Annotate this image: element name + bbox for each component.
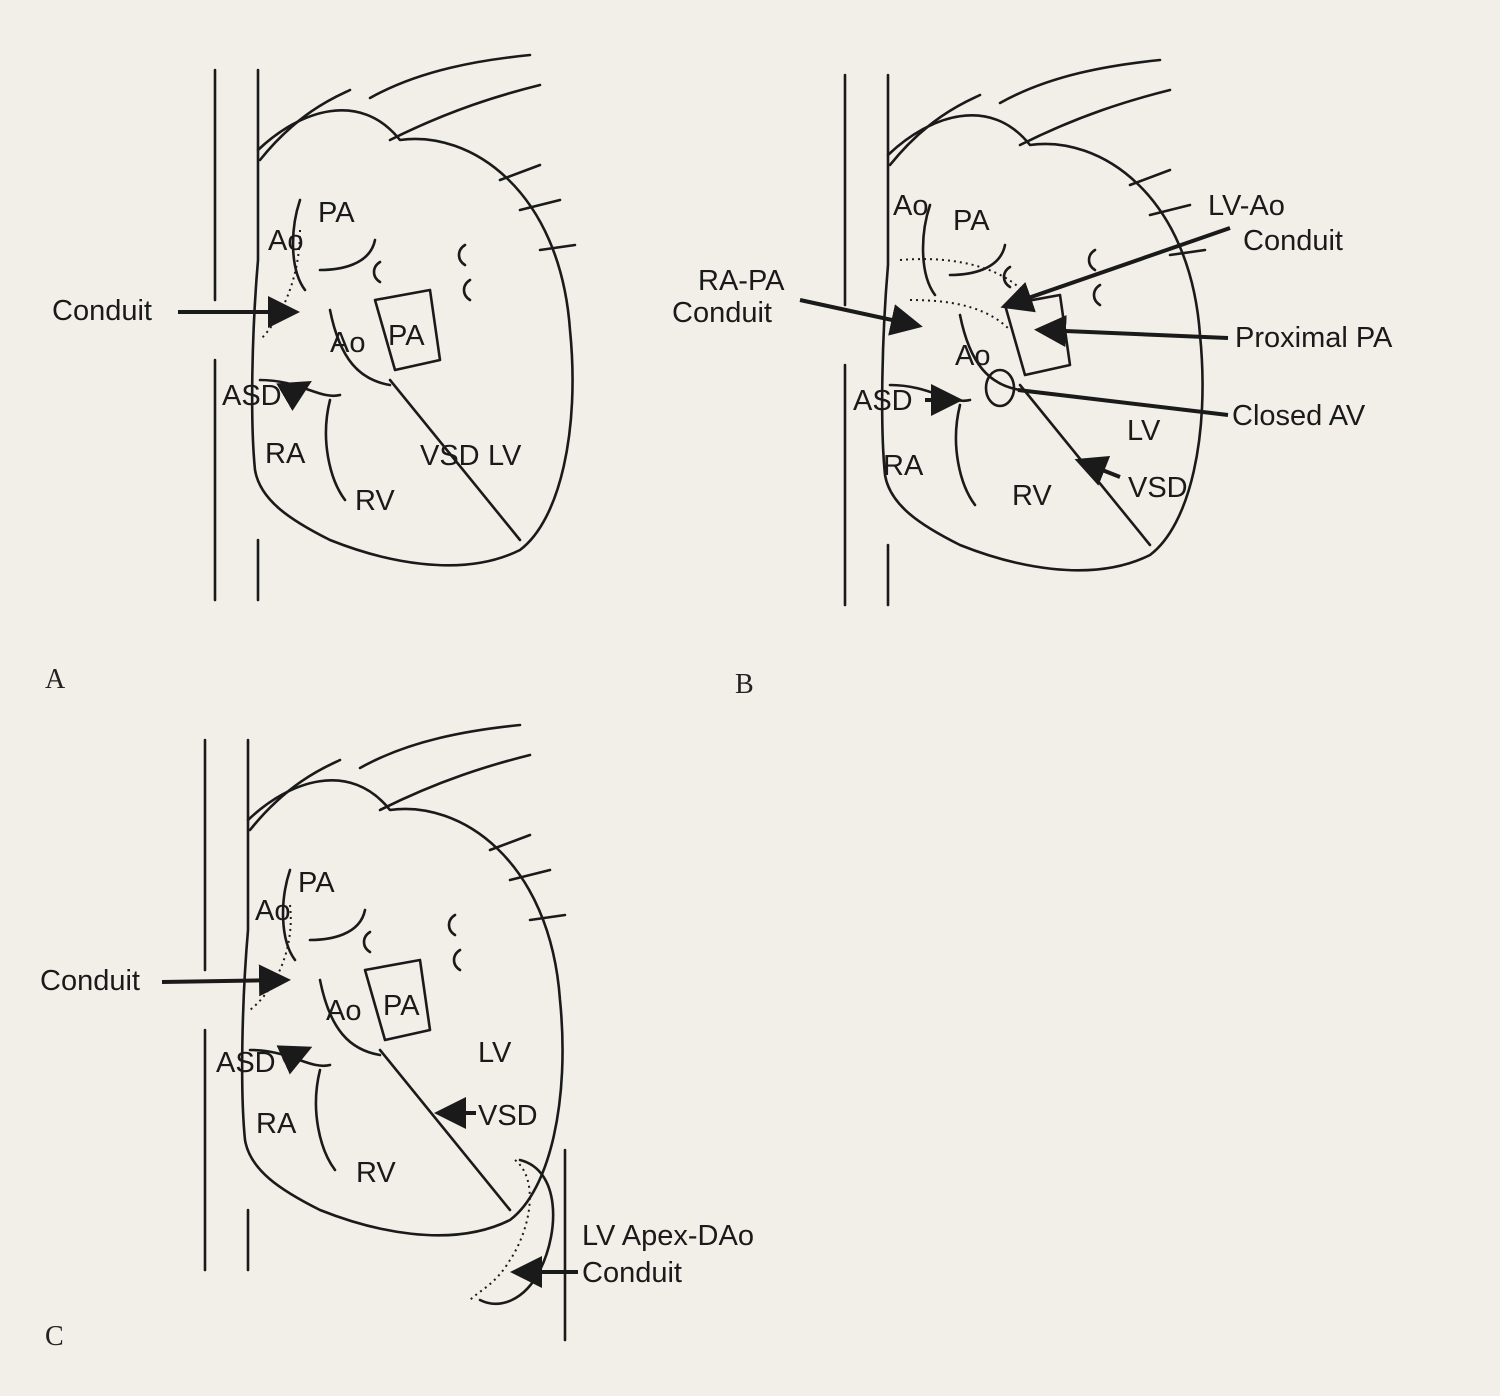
label-closed-av: Closed AV bbox=[1232, 400, 1366, 432]
panel-letter-c: C bbox=[45, 1321, 64, 1352]
label-lv: LV bbox=[1127, 415, 1161, 447]
label-pa-upper: PA bbox=[953, 205, 990, 237]
label-pa-upper: PA bbox=[298, 867, 335, 899]
panel-c: PA Ao Conduit Ao PA ASD LV VSD RA RV LV … bbox=[40, 723, 754, 1352]
panel-b-conduit-grafts bbox=[899, 258, 1031, 331]
lv-ao-conduit-arrow bbox=[1000, 226, 1231, 313]
vsd-arrow bbox=[1074, 455, 1121, 486]
label-ra: RA bbox=[256, 1108, 297, 1140]
label-vsd: VSD bbox=[420, 440, 480, 472]
label-vsd: VSD bbox=[1128, 472, 1188, 504]
label-ra-pa-conduit-line1: RA-PA bbox=[698, 265, 785, 297]
proximal-pa-arrow bbox=[1034, 315, 1229, 348]
panel-b-heart bbox=[843, 58, 1207, 607]
closed-av-patch bbox=[984, 368, 1016, 408]
label-ao-lower: Ao bbox=[330, 327, 365, 359]
label-ao-upper: Ao bbox=[255, 895, 290, 927]
ra-pa-conduit-arrow bbox=[799, 298, 923, 336]
label-ao-upper: Ao bbox=[893, 190, 928, 222]
label-asd: ASD bbox=[222, 380, 282, 412]
label-pa-lower: PA bbox=[388, 320, 425, 352]
label-lv-ao-conduit-line1: LV-Ao bbox=[1208, 190, 1285, 222]
label-rv: RV bbox=[355, 485, 395, 517]
label-lv: LV bbox=[488, 440, 522, 472]
label-conduit: Conduit bbox=[40, 965, 140, 997]
panel-letter-b: B bbox=[735, 669, 754, 700]
label-proximal-pa: Proximal PA bbox=[1235, 322, 1393, 354]
asd-arrow bbox=[276, 380, 312, 411]
panel-b: Ao PA LV-Ao Conduit RA-PA Conduit Proxim… bbox=[672, 58, 1393, 700]
label-pa-upper: PA bbox=[318, 197, 355, 229]
label-ra: RA bbox=[265, 438, 306, 470]
label-rv: RV bbox=[1012, 480, 1052, 512]
label-ra-pa-conduit-line2: Conduit bbox=[672, 297, 772, 329]
label-lv: LV bbox=[478, 1037, 512, 1069]
label-rv: RV bbox=[356, 1157, 396, 1189]
label-conduit: Conduit bbox=[52, 295, 152, 327]
label-ao-lower: Ao bbox=[955, 340, 990, 372]
asd-arrow bbox=[276, 1045, 313, 1075]
panel-letter-a: A bbox=[45, 664, 66, 695]
conduit-arrow bbox=[161, 964, 291, 997]
panel-c-apex-conduit bbox=[478, 1148, 567, 1342]
label-lv-ao-conduit-line2: Conduit bbox=[1243, 225, 1343, 257]
label-lv-apex-dao-line2: Conduit bbox=[582, 1257, 682, 1289]
label-lv-apex-dao-line1: LV Apex-DAo bbox=[582, 1220, 754, 1252]
panel-c-conduit-grafts bbox=[249, 904, 531, 1301]
label-asd: ASD bbox=[216, 1047, 276, 1079]
label-ao-upper: Ao bbox=[268, 225, 303, 257]
label-pa-lower: PA bbox=[383, 990, 420, 1022]
label-ra: RA bbox=[883, 450, 924, 482]
panel-a: Ao PA Conduit Ao PA ASD RA VSD LV RV A bbox=[45, 53, 577, 695]
label-vsd: VSD bbox=[478, 1100, 538, 1132]
label-asd: ASD bbox=[853, 385, 913, 417]
label-ao-lower: Ao bbox=[326, 995, 361, 1027]
closed-av-pointer bbox=[1017, 388, 1229, 417]
